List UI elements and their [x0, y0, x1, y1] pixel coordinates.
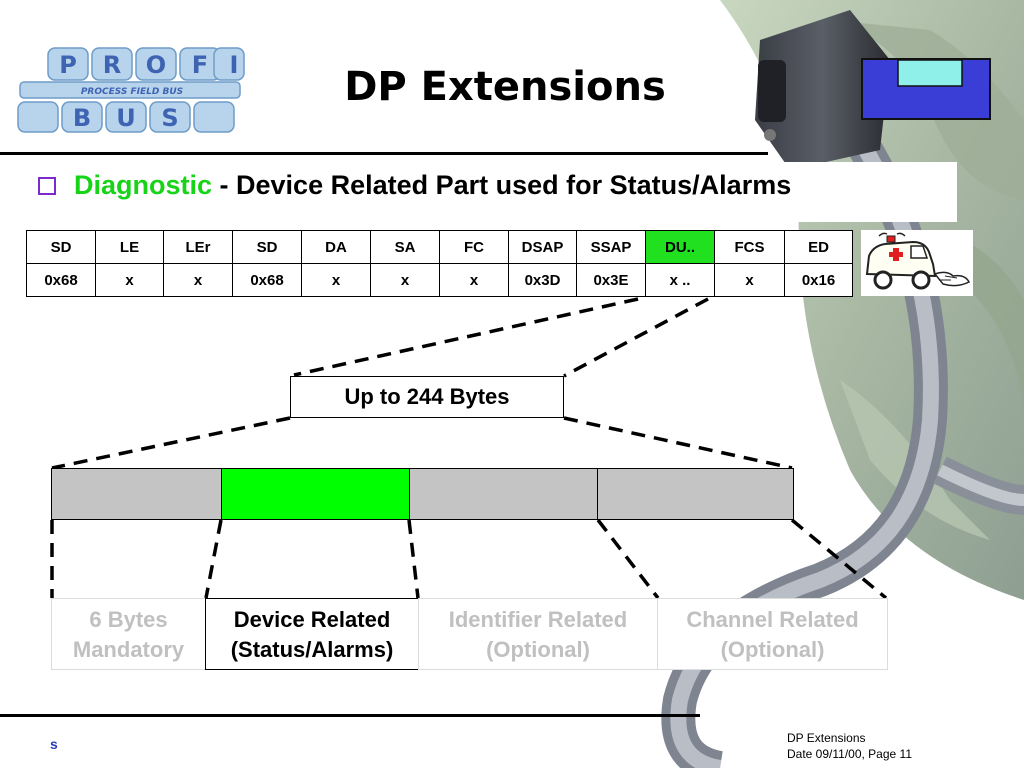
segment-caption-line: (Optional) — [720, 637, 825, 662]
segment-caption-line: 6 Bytes — [89, 607, 168, 632]
table-header-cell: FCS — [714, 230, 785, 264]
segment-caption-channel-related: Channel Related (Optional) — [657, 598, 888, 670]
checkbox-bullet-icon — [38, 177, 56, 195]
table-value-cell: 0x3E — [576, 263, 646, 297]
logo-letter-f: F — [192, 51, 208, 79]
footer-mark: s — [50, 736, 58, 752]
slide-heading: Diagnostic - Device Related Part used fo… — [32, 162, 957, 222]
logo-letter-u: U — [116, 104, 136, 132]
logo-letter-o: O — [146, 51, 166, 79]
footer-info: DP Extensions Date 09/11/00, Page 11 — [787, 730, 912, 762]
table-value-cell-du: x .. — [645, 263, 715, 297]
table-header-cell: LEr — [163, 230, 233, 264]
telegram-frame-table: SD LE LEr SD DA SA FC DSAP SSAP DU.. FCS… — [26, 230, 853, 297]
logo-letter-s: S — [161, 104, 178, 132]
footer-date-page: Date 09/11/00, Page 11 — [787, 747, 912, 761]
table-header-cell-du: DU.. — [645, 230, 715, 264]
segment-caption-mandatory: 6 Bytes Mandatory — [51, 598, 206, 670]
table-value-cell: 0x16 — [784, 263, 853, 297]
heading-rest: - Device Related Part used for Status/Al… — [212, 170, 792, 200]
table-value-cell: 0x68 — [232, 263, 302, 297]
table-header-cell: SD — [26, 230, 96, 264]
segment-caption-line: (Status/Alarms) — [230, 637, 394, 662]
table-header-cell: SA — [370, 230, 440, 264]
table-value-cell: x — [714, 263, 785, 297]
ambulance-icon — [861, 230, 973, 296]
segment-caption-line: Identifier Related — [448, 607, 628, 632]
logo-letter-p: P — [59, 51, 77, 79]
table-value-cell: x — [301, 263, 371, 297]
table-header-cell: SD — [232, 230, 302, 264]
table-header-cell: DA — [301, 230, 371, 264]
segment-bar-channel-related — [597, 468, 794, 520]
segment-caption-line: Channel Related — [686, 607, 859, 632]
table-value-cell: 0x3D — [508, 263, 577, 297]
table-header-cell: SSAP — [576, 230, 646, 264]
slide-title: DP Extensions — [344, 64, 666, 110]
footer-rule — [0, 714, 700, 717]
table-header-cell: FC — [439, 230, 509, 264]
segment-caption-device-related: Device Related (Status/Alarms) — [205, 598, 419, 670]
table-header-row: SD LE LEr SD DA SA FC DSAP SSAP DU.. FCS… — [26, 230, 853, 264]
table-value-cell: x — [163, 263, 233, 297]
table-header-cell: DSAP — [508, 230, 577, 264]
logo-letter-b: B — [73, 104, 91, 132]
segment-bar-device-related — [221, 468, 410, 520]
du-size-label: Up to 244 Bytes — [290, 376, 564, 418]
segment-caption-identifier-related: Identifier Related (Optional) — [418, 598, 658, 670]
segment-caption-line: Mandatory — [72, 637, 185, 662]
table-value-row: 0x68 x x 0x68 x x x 0x3D 0x3E x .. x 0x1… — [26, 263, 853, 297]
logo-letter-r: R — [103, 51, 121, 79]
table-header-cell: LE — [95, 230, 164, 264]
ambulance-art — [865, 232, 971, 290]
segment-bar-mandatory — [51, 468, 222, 520]
heading-text: Diagnostic - Device Related Part used fo… — [74, 170, 791, 201]
table-header-cell: ED — [784, 230, 853, 264]
profibus-logo: P R O F I B U S PROCESS FIELD BUS — [14, 44, 250, 140]
table-value-cell: x — [95, 263, 164, 297]
connector-plug-icon — [755, 10, 991, 170]
heading-highlight: Diagnostic — [74, 170, 213, 200]
profibus-logo-art: P R O F I B U S PROCESS FIELD BUS — [17, 47, 245, 133]
segment-caption-line: (Optional) — [486, 637, 590, 662]
table-value-cell: x — [439, 263, 509, 297]
table-value-cell: 0x68 — [26, 263, 96, 297]
logo-letter-i: I — [230, 51, 239, 79]
footer-title: DP Extensions — [787, 731, 866, 745]
header-rule — [0, 152, 768, 155]
table-value-cell: x — [370, 263, 440, 297]
segment-bar-identifier-related — [409, 468, 599, 520]
logo-tagline: PROCESS FIELD BUS — [81, 87, 183, 97]
segment-caption-line: Device Related — [233, 607, 391, 632]
